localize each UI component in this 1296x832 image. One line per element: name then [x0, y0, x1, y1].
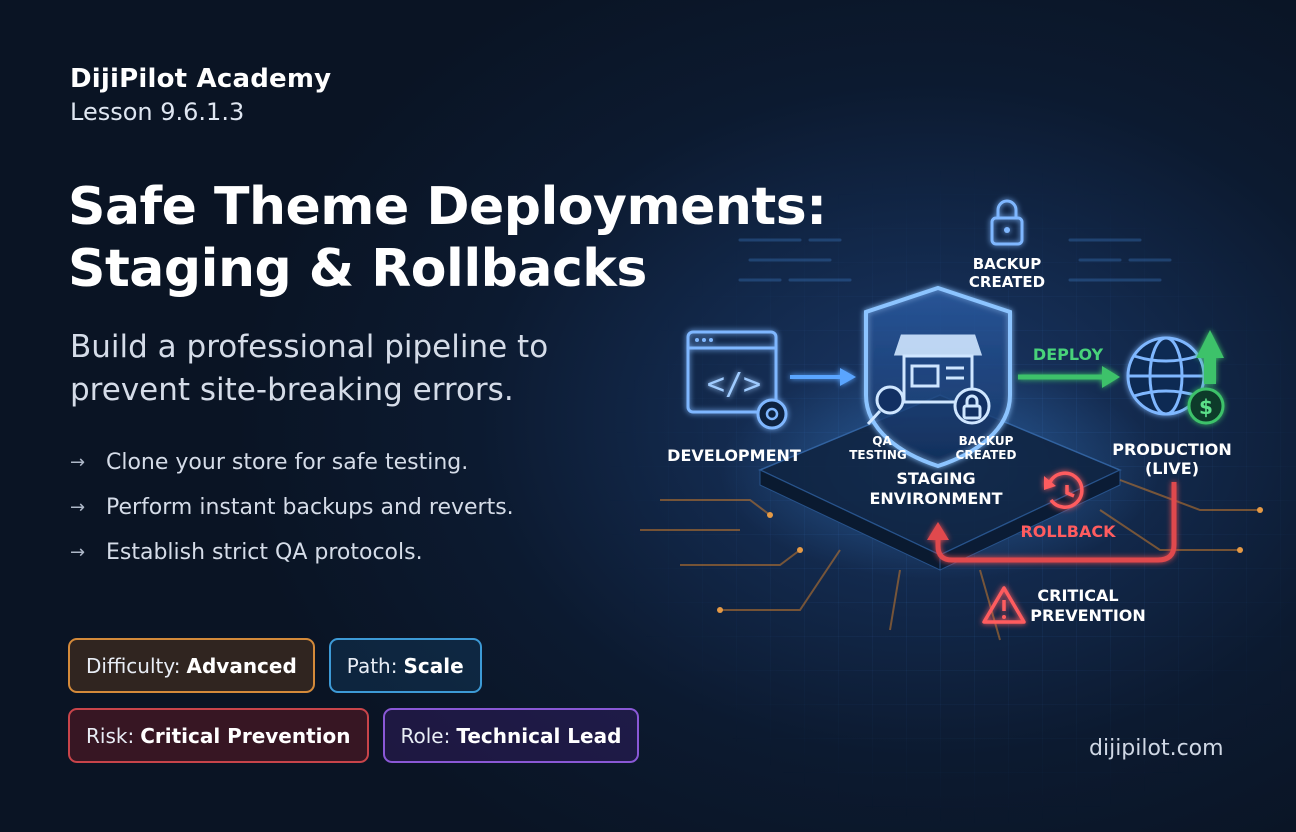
deployment-diagram: </> DEVELOPMENT BACKUP CREATED QA TESTIN… [640, 199, 1263, 641]
subtitle: Build a professional pipeline to prevent… [70, 326, 630, 412]
critical-prevention-line-2: PREVENTION [1030, 606, 1146, 625]
difficulty-badge: Difficulty:Advanced [68, 638, 315, 693]
list-item: → Perform instant backups and reverts. [70, 485, 514, 530]
arrow-dev-to-staging [790, 368, 856, 386]
backup-created-shield-line-2: CREATED [956, 448, 1017, 462]
warning-icon [982, 586, 1026, 624]
badge-group: Difficulty:Advanced Path:Scale Risk:Crit… [68, 638, 640, 778]
production-label-line-1: PRODUCTION [1112, 440, 1232, 459]
badge-label: Risk: [86, 723, 135, 748]
development-label: DEVELOPMENT [667, 446, 801, 465]
list-item: → Clone your store for safe testing. [70, 440, 514, 485]
undo-icon [1044, 471, 1084, 509]
subtitle-line-1: Build a professional pipeline to [70, 329, 549, 365]
magnifier-icon [866, 385, 905, 426]
dollar-icon: $ [1187, 387, 1225, 425]
development-node: </> [686, 330, 788, 430]
qa-testing-line-1: QA [872, 434, 892, 448]
bullet-text: Establish strict QA protocols. [106, 540, 423, 565]
title-line-2: Staging & Rollbacks [68, 239, 647, 299]
badge-label: Difficulty: [86, 653, 181, 678]
rollback-arrow [927, 482, 1177, 563]
arrow-right-icon: → [70, 452, 86, 473]
staging-label-line-1: STAGING [896, 469, 975, 488]
path-badge: Path:Scale [328, 638, 482, 693]
role-badge: Role:Technical Lead [382, 708, 640, 763]
qa-testing-line-2: TESTING [849, 448, 907, 462]
badge-value: Critical Prevention [140, 723, 351, 748]
badge-value: Scale [403, 653, 464, 678]
badge-value: Advanced [186, 653, 297, 678]
arrow-deploy [1018, 366, 1120, 388]
badge-label: Path: [346, 653, 398, 678]
critical-prevention-line-1: CRITICAL [1037, 586, 1118, 605]
bullet-text: Clone your store for safe testing. [106, 450, 469, 475]
brand-name: DijiPilot Academy [70, 64, 332, 94]
shield-lock-icon [953, 387, 991, 425]
backup-created-top-line-1: BACKUP [973, 255, 1042, 273]
svg-text:$: $ [1199, 395, 1213, 419]
site-url[interactable]: dijipilot.com [1089, 736, 1224, 761]
deploy-label: DEPLOY [1033, 345, 1104, 364]
subtitle-line-2: prevent site-breaking errors. [70, 372, 514, 408]
gear-icon [756, 398, 788, 430]
list-item: → Establish strict QA protocols. [70, 530, 514, 575]
code-icon: </> [707, 367, 761, 402]
badge-label: Role: [400, 723, 451, 748]
production-label-line-2: (LIVE) [1145, 459, 1199, 478]
backup-created-shield-line-1: BACKUP [959, 434, 1014, 448]
lock-icon [990, 199, 1024, 246]
badge-value: Technical Lead [456, 723, 622, 748]
arrow-right-icon: → [70, 497, 86, 518]
brand-block: DijiPilot Academy Lesson 9.6.1.3 [70, 64, 331, 126]
code-lines-decoration [738, 238, 1172, 282]
bullet-list: → Clone your store for safe testing. → Per… [70, 440, 514, 575]
rollback-label: ROLLBACK [1020, 522, 1116, 541]
title-line-1: Safe Theme Deployments: [68, 177, 827, 237]
lesson-number: Lesson 9.6.1.3 [70, 98, 245, 126]
arrow-right-icon: → [70, 542, 86, 563]
circuit-board [640, 360, 1263, 641]
growth-arrow-icon [1196, 330, 1224, 384]
backup-created-top-line-2: CREATED [969, 273, 1045, 291]
page-title: Safe Theme Deployments: Staging & Rollba… [68, 176, 868, 300]
bullet-text: Perform instant backups and reverts. [106, 495, 514, 520]
risk-badge: Risk:Critical Prevention [68, 708, 369, 763]
staging-label-line-2: ENVIRONMENT [869, 489, 1002, 508]
storefront-icon [893, 334, 983, 404]
